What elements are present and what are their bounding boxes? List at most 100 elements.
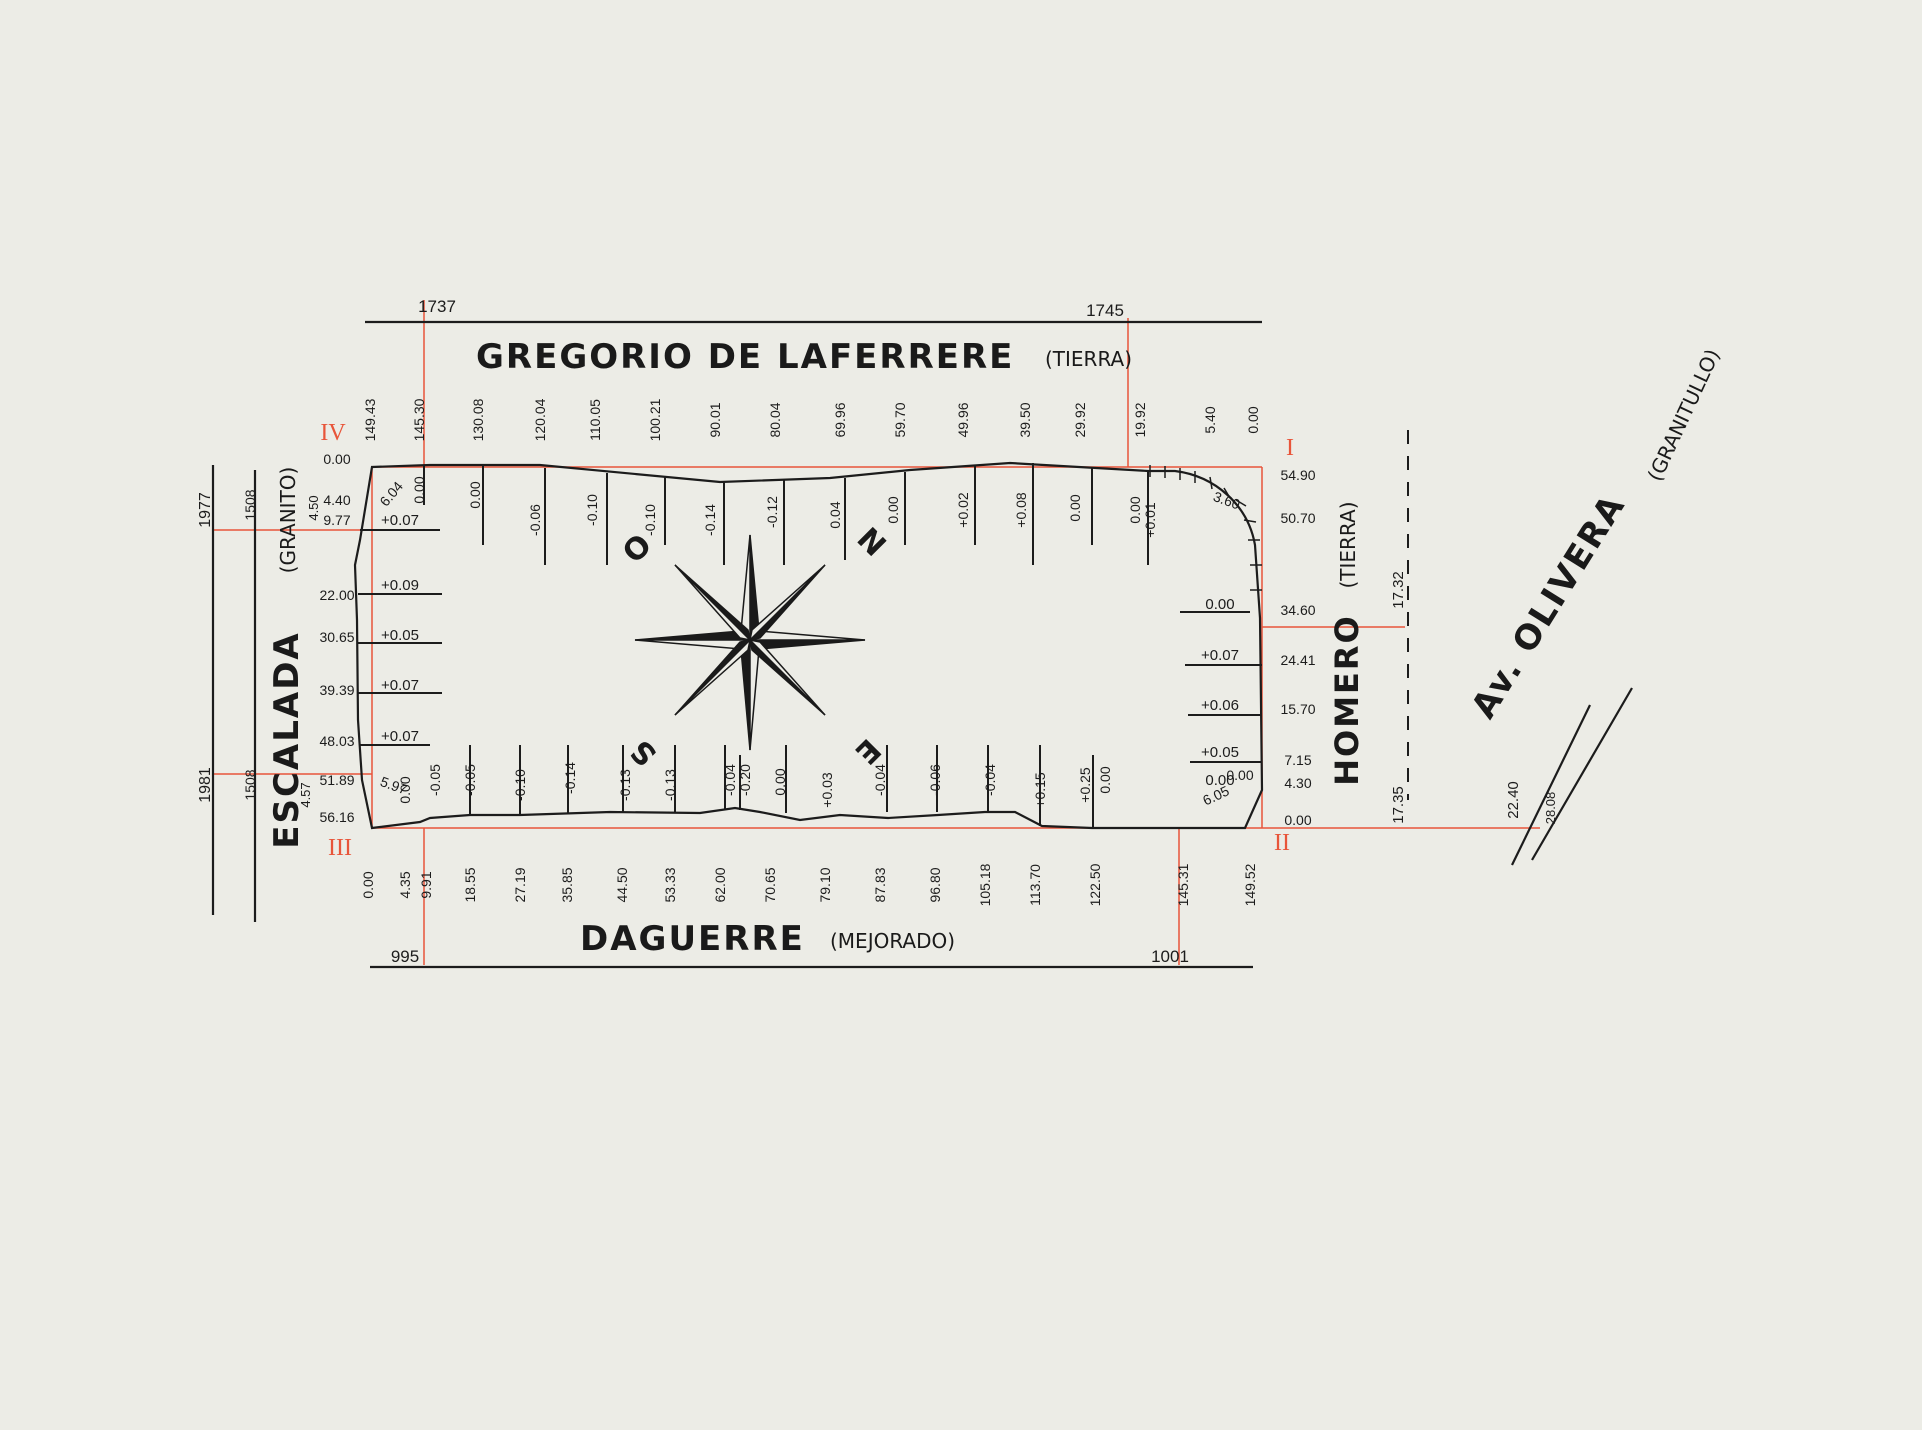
- east-station-label: 15.70: [1280, 701, 1315, 717]
- east-level-label: 0.00: [1205, 596, 1234, 613]
- south-station-label: 53.33: [662, 867, 678, 902]
- east-level-label: +0.05: [1201, 744, 1239, 761]
- house-number: 4.57: [298, 782, 313, 807]
- south-station-label: 79.10: [817, 867, 833, 902]
- ne-wall-hatch: [1149, 465, 1262, 591]
- star-point: [748, 639, 866, 650]
- house-number: 1001: [1151, 947, 1189, 966]
- south-level-label: +0.15: [1032, 772, 1048, 808]
- north-station-label: 120.04: [532, 398, 548, 441]
- star-point: [748, 630, 866, 641]
- north-station-label: 110.05: [587, 399, 603, 441]
- south-level-label: -0.20: [737, 764, 753, 796]
- house-number: 1981: [197, 767, 214, 803]
- star-point: [674, 564, 753, 642]
- east-station-label: 7.15: [1284, 752, 1311, 768]
- west-station-label: 22.00: [319, 587, 354, 603]
- avenue-line-1: [1511, 704, 1591, 866]
- south-level-label: -0.04: [872, 764, 888, 796]
- east-level-label: +0.07: [1201, 647, 1239, 664]
- corner-label-I: I: [1286, 435, 1294, 461]
- north-station-label: 29.92: [1072, 402, 1088, 437]
- east-station-label: 50.70: [1280, 510, 1315, 526]
- east-station-label: 54.90: [1280, 467, 1315, 483]
- house-number: 4.50: [306, 495, 321, 520]
- south-station-label: 105.18: [977, 863, 993, 906]
- house-number: 1737: [418, 297, 456, 316]
- side-level-ticks: [357, 529, 1262, 763]
- corner-label-III: III: [328, 835, 352, 861]
- north-level-label: -0.10: [642, 504, 658, 536]
- star-point: [674, 637, 752, 716]
- north-station-label: 149.43: [362, 398, 378, 441]
- street-name-east: HOMERO: [1328, 614, 1366, 786]
- south-station-label: 27.19: [512, 867, 528, 902]
- west-station-label: 9.77: [323, 512, 350, 528]
- west-station-label: 4.40: [323, 492, 350, 508]
- compass-star: [634, 534, 866, 751]
- star-point: [747, 638, 826, 716]
- corner-label-II: II: [1274, 830, 1290, 856]
- street-surface-north: (TIERRA): [1045, 347, 1132, 371]
- lot-outline: [353, 461, 1264, 830]
- north-station-label: 49.96: [955, 402, 971, 437]
- compass-letter-N: N: [850, 521, 894, 565]
- street-surface-south: (MEJORADO): [830, 929, 955, 953]
- star-point: [748, 564, 826, 643]
- south-station-label: 145.31: [1175, 863, 1191, 906]
- north-station-label: 100.21: [647, 398, 663, 441]
- east-station-label: 0.00: [1284, 812, 1311, 828]
- house-number: 1508: [242, 489, 258, 520]
- street-surface-east: (TIERRA): [1336, 501, 1360, 588]
- east-level-label: +0.06: [1201, 697, 1239, 714]
- south-level-label: 0.00: [772, 768, 788, 795]
- house-number: 28.08: [1543, 792, 1558, 825]
- avenue-line-2: [1531, 687, 1633, 861]
- south-station-label: 62.00: [712, 867, 728, 902]
- south-station-label: 70.65: [762, 867, 778, 902]
- south-station-label: 35.85: [559, 867, 575, 902]
- south-level-label: -0.06: [927, 764, 943, 796]
- star-point: [749, 638, 760, 751]
- compass-rose: [634, 534, 866, 751]
- west-station-label: 39.39: [319, 682, 354, 698]
- south-station-label: 96.80: [927, 867, 943, 902]
- west-level-label: +0.07: [381, 512, 419, 529]
- north-station-label: 90.01: [707, 402, 723, 437]
- north-station-label: 145.30: [411, 398, 427, 441]
- north-station-label: 0.00: [1245, 406, 1261, 433]
- west-station-label: 30.65: [319, 629, 354, 645]
- west-level-label: +0.07: [381, 677, 419, 694]
- house-number: 22.40: [1505, 781, 1522, 819]
- south-level-label: +0.25: [1077, 767, 1093, 803]
- west-station-label: 48.03: [319, 733, 354, 749]
- hatch-tick: [1223, 487, 1231, 499]
- south-level-label: 0.00: [1097, 766, 1113, 793]
- east-station-label: 4.30: [1284, 775, 1311, 791]
- hatch-tick: [1235, 499, 1247, 507]
- south-station-label: 87.83: [872, 867, 888, 902]
- street-lines: [211, 320, 1633, 969]
- house-number: 17.35: [1390, 786, 1407, 824]
- north-level-label: -0.12: [764, 496, 780, 528]
- house-number: 17.32: [1390, 571, 1407, 609]
- south-level-label: -0.13: [617, 769, 633, 801]
- south-station-label: 113.70: [1027, 864, 1043, 906]
- south-station-label: 122.50: [1087, 863, 1103, 906]
- hatch-tick: [1209, 476, 1213, 490]
- west-level-label: +0.07: [381, 728, 419, 745]
- street-name-north: GREGORIO DE LAFERRERE: [476, 337, 1014, 377]
- south-station-label: 4.35: [397, 871, 413, 898]
- south-level-label: -0.04: [722, 764, 738, 796]
- south-level-label: -0.05: [427, 764, 443, 796]
- hatch-tick: [1243, 519, 1257, 523]
- north-level-label: 0.04: [827, 501, 843, 528]
- north-level-label: -0.10: [584, 494, 600, 526]
- north-station-label: 80.04: [767, 402, 783, 437]
- south-level-label: 0.00: [1226, 767, 1253, 783]
- west-station-label: 56.16: [319, 809, 354, 825]
- west-level-label: +0.09: [381, 577, 419, 594]
- street-name-avenue: Av. OLIVERA: [1464, 487, 1634, 726]
